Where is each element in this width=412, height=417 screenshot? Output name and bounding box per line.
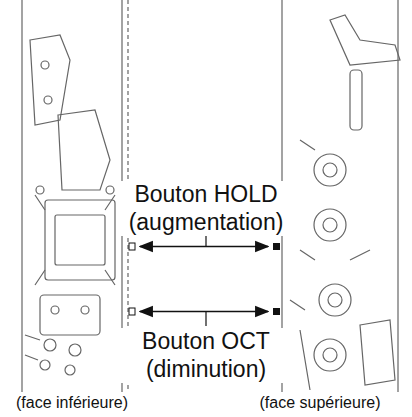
underside-view	[22, 0, 128, 392]
view-caption: (face inférieure)	[14, 393, 130, 412]
view-caption: (face supérieure)	[258, 393, 383, 412]
button-label: Bouton OCT (diminution)	[120, 328, 292, 383]
button-label: Bouton HOLD (augmentation)	[120, 181, 292, 236]
topside-view	[282, 0, 400, 392]
double-arrow	[140, 236, 268, 326]
button-marker	[129, 243, 280, 315]
